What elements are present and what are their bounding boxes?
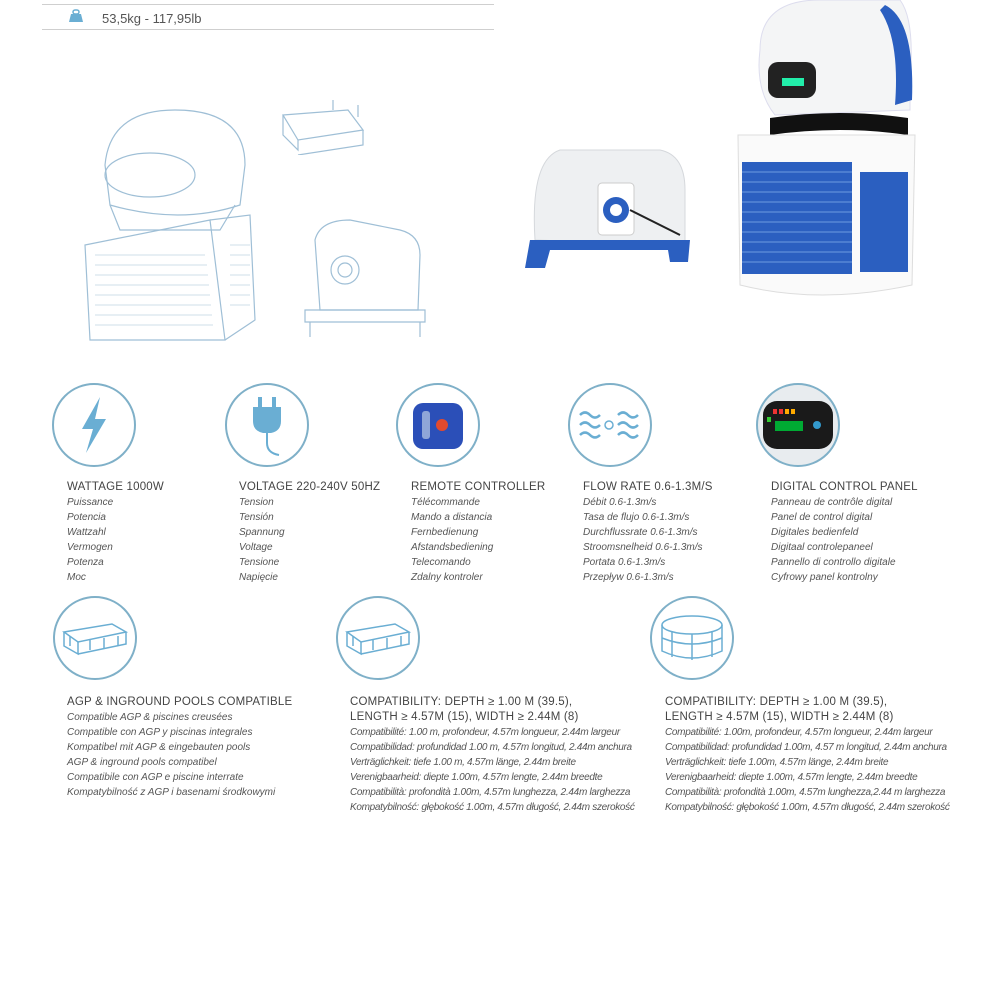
translation: Compatibile con AGP e piscine interrate [67,772,244,783]
translation: Zdalny kontroler [411,572,483,583]
translation: Telecomando [411,557,471,568]
translation: Moc [67,572,86,583]
weight-value: 53,5kg - 117,95lb [102,11,202,26]
connector-line-drawing [281,100,365,155]
divider [42,29,494,30]
feature-title-line2: LENGTH ≥ 4.57M (15), WIDTH ≥ 2.44M (8) [665,711,894,723]
translation: Vermogen [67,542,113,553]
feature-title-line2: LENGTH ≥ 4.57M (15), WIDTH ≥ 2.44M (8) [350,711,579,723]
translation: Digitaal controlepaneel [771,542,873,553]
translation: Verenigbaarheid: diepte 1.00m, 4.57m len… [350,772,603,783]
remote-controller-icon [396,383,480,467]
feature-title: REMOTE CONTROLLER [411,481,546,493]
heat-pump-line-drawing [84,109,256,341]
translation: Tension [239,497,274,508]
lightning-icon [52,383,136,467]
translation: Potenza [67,557,104,568]
translation: Spannung [239,527,285,538]
feature-compatibility-rect: COMPATIBILITY: DEPTH ≥ 1.00 M (39.5), LE… [350,695,635,815]
translation: AGP & inground pools compatibel [67,757,217,768]
feature-title: FLOW RATE 0.6-1.3M/S [583,481,713,493]
translation: Panneau de contrôle digital [771,497,893,508]
translation: Fernbedienung [411,527,479,538]
translation: Panel de control digital [771,512,873,523]
translation: Przepływ 0.6-1.3m/s [583,572,674,583]
translation: Débit 0.6-1.3m/s [583,497,657,508]
feature-title: VOLTAGE 220-240V 50HZ [239,481,381,493]
translation: Compatible AGP & piscines creusées [67,712,233,723]
heat-pump-product-photo [525,0,916,296]
translation: Durchflussrate 0.6-1.3m/s [583,527,698,538]
translation: Potencia [67,512,106,523]
translation: Verträglichkeit: tiefe 1.00m, 4.57m läng… [665,757,889,768]
translation: Compatibilité: 1.00 m, profondeur, 4.57m… [350,727,620,738]
translation: Stroomsnelheid 0.6-1.3m/s [583,542,703,553]
translation: Compatibilidad: profundidad 1.00 m, 4.57… [350,742,632,753]
translation: Télécommande [411,497,480,508]
divider [42,4,494,5]
translation: Wattzahl [67,527,106,538]
translation: Compatibilità: profondità 1.00m, 4.57m l… [665,787,946,798]
digital-control-panel-icon [756,383,840,467]
translation: Cyfrowy panel kontrolny [771,572,878,583]
translation: Compatibilidad: profundidad 1.00m, 4.57 … [665,742,947,753]
feature-pool-compatible: AGP & INGROUND POOLS COMPATIBLE Compatib… [67,695,292,800]
translation: Voltage [239,542,273,553]
rectangular-pool-icon [336,596,420,680]
translation: Portata 0.6-1.3m/s [583,557,666,568]
translation: Compatibilité: 1.00m, profondeur, 4.57m … [665,727,933,738]
plug-icon [225,383,309,467]
translation: Kompatybilność z AGP i basenami środkowy… [67,787,276,798]
feature-title: WATTAGE 1000W [67,481,164,493]
weight-icon [69,9,83,22]
translation: Verträglichkeit: tiefe 1.00 m, 4.57m län… [350,757,576,768]
feature-title: AGP & INGROUND POOLS COMPATIBLE [67,696,293,708]
translation: Napięcie [239,572,278,583]
feature-title: DIGITAL CONTROL PANEL [771,481,918,493]
transformer-line-drawing [304,219,426,337]
translation: Verenigbaarheid: diepte 1.00m, 4.57m len… [665,772,918,783]
feature-digital-control-panel: DIGITAL CONTROL PANEL Panneau de contrôl… [771,480,918,585]
translation: Mando a distancia [411,512,493,523]
round-pool-icon [650,596,734,680]
translation: Pannello di controllo digitale [771,557,896,568]
flow-rate-icon [568,383,652,467]
translation: Tensione [239,557,280,568]
rectangular-pool-icon [53,596,137,680]
translation: Digitales bedienfeld [771,527,859,538]
feature-title: COMPATIBILITY: DEPTH ≥ 1.00 M (39.5), [665,696,888,708]
translation: Puissance [67,497,114,508]
feature-compatibility-round: COMPATIBILITY: DEPTH ≥ 1.00 M (39.5), LE… [665,695,950,815]
translation: Tasa de flujo 0.6-1.3m/s [583,512,690,523]
feature-title: COMPATIBILITY: DEPTH ≥ 1.00 M (39.5), [350,696,573,708]
translation: Afstandsbediening [411,542,494,553]
translation: Compatibilità: profondità 1.00m, 4.57m l… [350,787,631,798]
translation: Compatible con AGP y piscinas integrales [67,727,253,738]
translation: Tensión [239,512,274,523]
translation: Kompatibel mit AGP & eingebauten pools [67,742,251,753]
translation: Kompatybilność: głębokość 1.00m, 4.57m d… [350,802,635,813]
translation: Kompatybilność: głębokość 1.00m, 4.57m d… [665,802,950,813]
